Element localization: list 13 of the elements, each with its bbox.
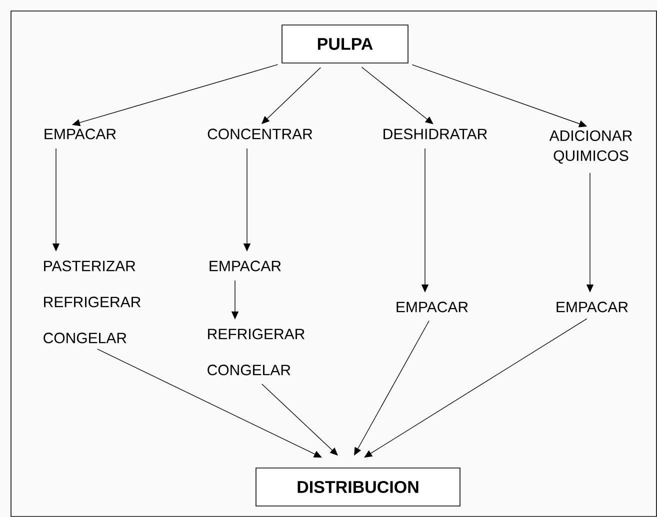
step-label: ADICIONAR QUIMICOS	[549, 130, 632, 164]
process-box: DISTRIBUCION	[256, 468, 460, 506]
step-label: CONCENTRAR	[208, 128, 312, 140]
arrow	[97, 348, 322, 458]
step-label: DESHIDRATAR	[384, 128, 487, 140]
arrow	[361, 66, 434, 124]
step-label: EMPACAR	[210, 260, 281, 272]
step-label: EMPACAR	[44, 128, 116, 140]
step-list: PASTERIZAR REFRIGERAR CONGELAR	[44, 260, 140, 344]
step-list: REFRIGERAR CONGELAR	[208, 328, 304, 376]
step-label: EMPACAR	[396, 302, 468, 312]
step-label: EMPACAR	[556, 302, 628, 312]
process-box: PULPA	[282, 24, 408, 64]
